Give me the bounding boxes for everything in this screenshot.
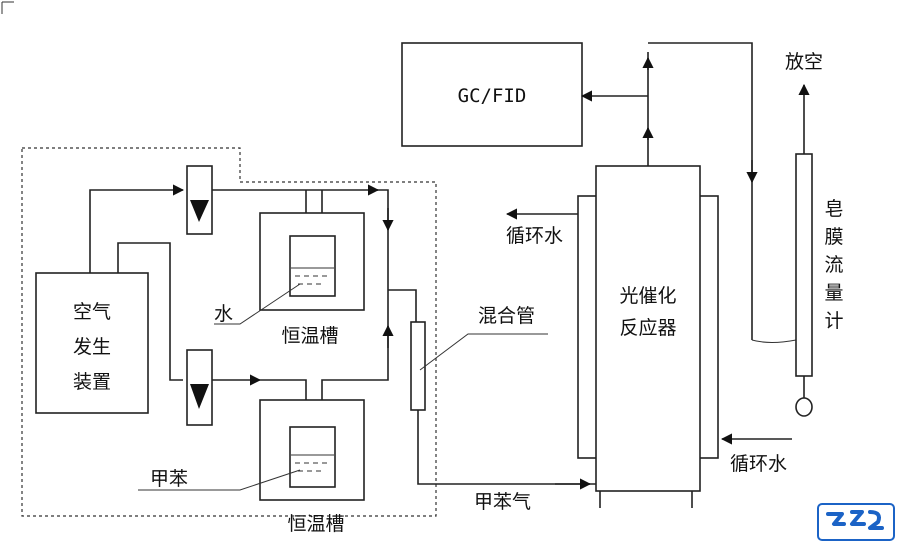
vent-label: 放空	[785, 51, 823, 73]
photocatalytic-reactor: 光催化 反应器	[577, 165, 719, 492]
thermostat-bath-lower	[259, 399, 365, 501]
water-leader-line	[214, 283, 301, 325]
flowmeter-label-4: 量	[824, 282, 843, 304]
flowmeter-label-3: 流	[824, 254, 843, 276]
enclosure-dashed-outline	[21, 147, 437, 517]
flowmeter-label-1: 皂	[824, 198, 843, 220]
circ-water-left-label: 循环水	[506, 225, 563, 247]
flowmeter-label-2: 膜	[824, 226, 843, 248]
air-generator-line-2: 发生	[73, 336, 111, 358]
gc-fid-label: GC/FID	[458, 85, 527, 107]
mixing-tube	[410, 321, 426, 411]
thermostat-bath-upper	[259, 212, 365, 311]
air-generator-line-1: 空气	[73, 301, 111, 323]
water-label: 水	[214, 303, 233, 325]
reactor-label-line-1: 光催化	[619, 285, 676, 307]
toluene-leader-line	[138, 469, 301, 491]
gc-fid-box: GC/FID	[401, 42, 583, 147]
flowmeter-feed-line	[648, 42, 753, 340]
flowmeter-label-5: 计	[824, 310, 843, 332]
mixing-tube-leader-line	[419, 333, 548, 371]
air-generator-box: 空气 发生 装置	[35, 272, 149, 414]
merge-line	[388, 289, 417, 322]
thermostat-label-upper: 恒温槽	[281, 325, 338, 347]
air-line-lower	[117, 242, 183, 381]
reactor-label-line-2: 反应器	[619, 317, 676, 339]
reactor-base	[599, 491, 693, 508]
mixing-tube-label: 混合管	[478, 305, 535, 327]
toluene-gas-label: 甲苯气	[474, 491, 531, 513]
thermostat-label-lower: 恒温槽	[287, 513, 344, 535]
corner-mark	[1, 1, 14, 14]
rotameter-upper	[186, 165, 213, 235]
toluene-gas-line	[417, 410, 596, 485]
air-line-upper	[89, 184, 185, 273]
bypass-line-upper	[212, 189, 389, 290]
rotameter-lower	[186, 349, 213, 426]
logo-badge-icon	[817, 503, 895, 541]
soap-film-flowmeter	[795, 132, 813, 417]
air-generator-line-3: 装置	[73, 371, 111, 393]
circ-water-right-label: 循环水	[730, 453, 787, 475]
toluene-label: 甲苯	[150, 468, 188, 490]
